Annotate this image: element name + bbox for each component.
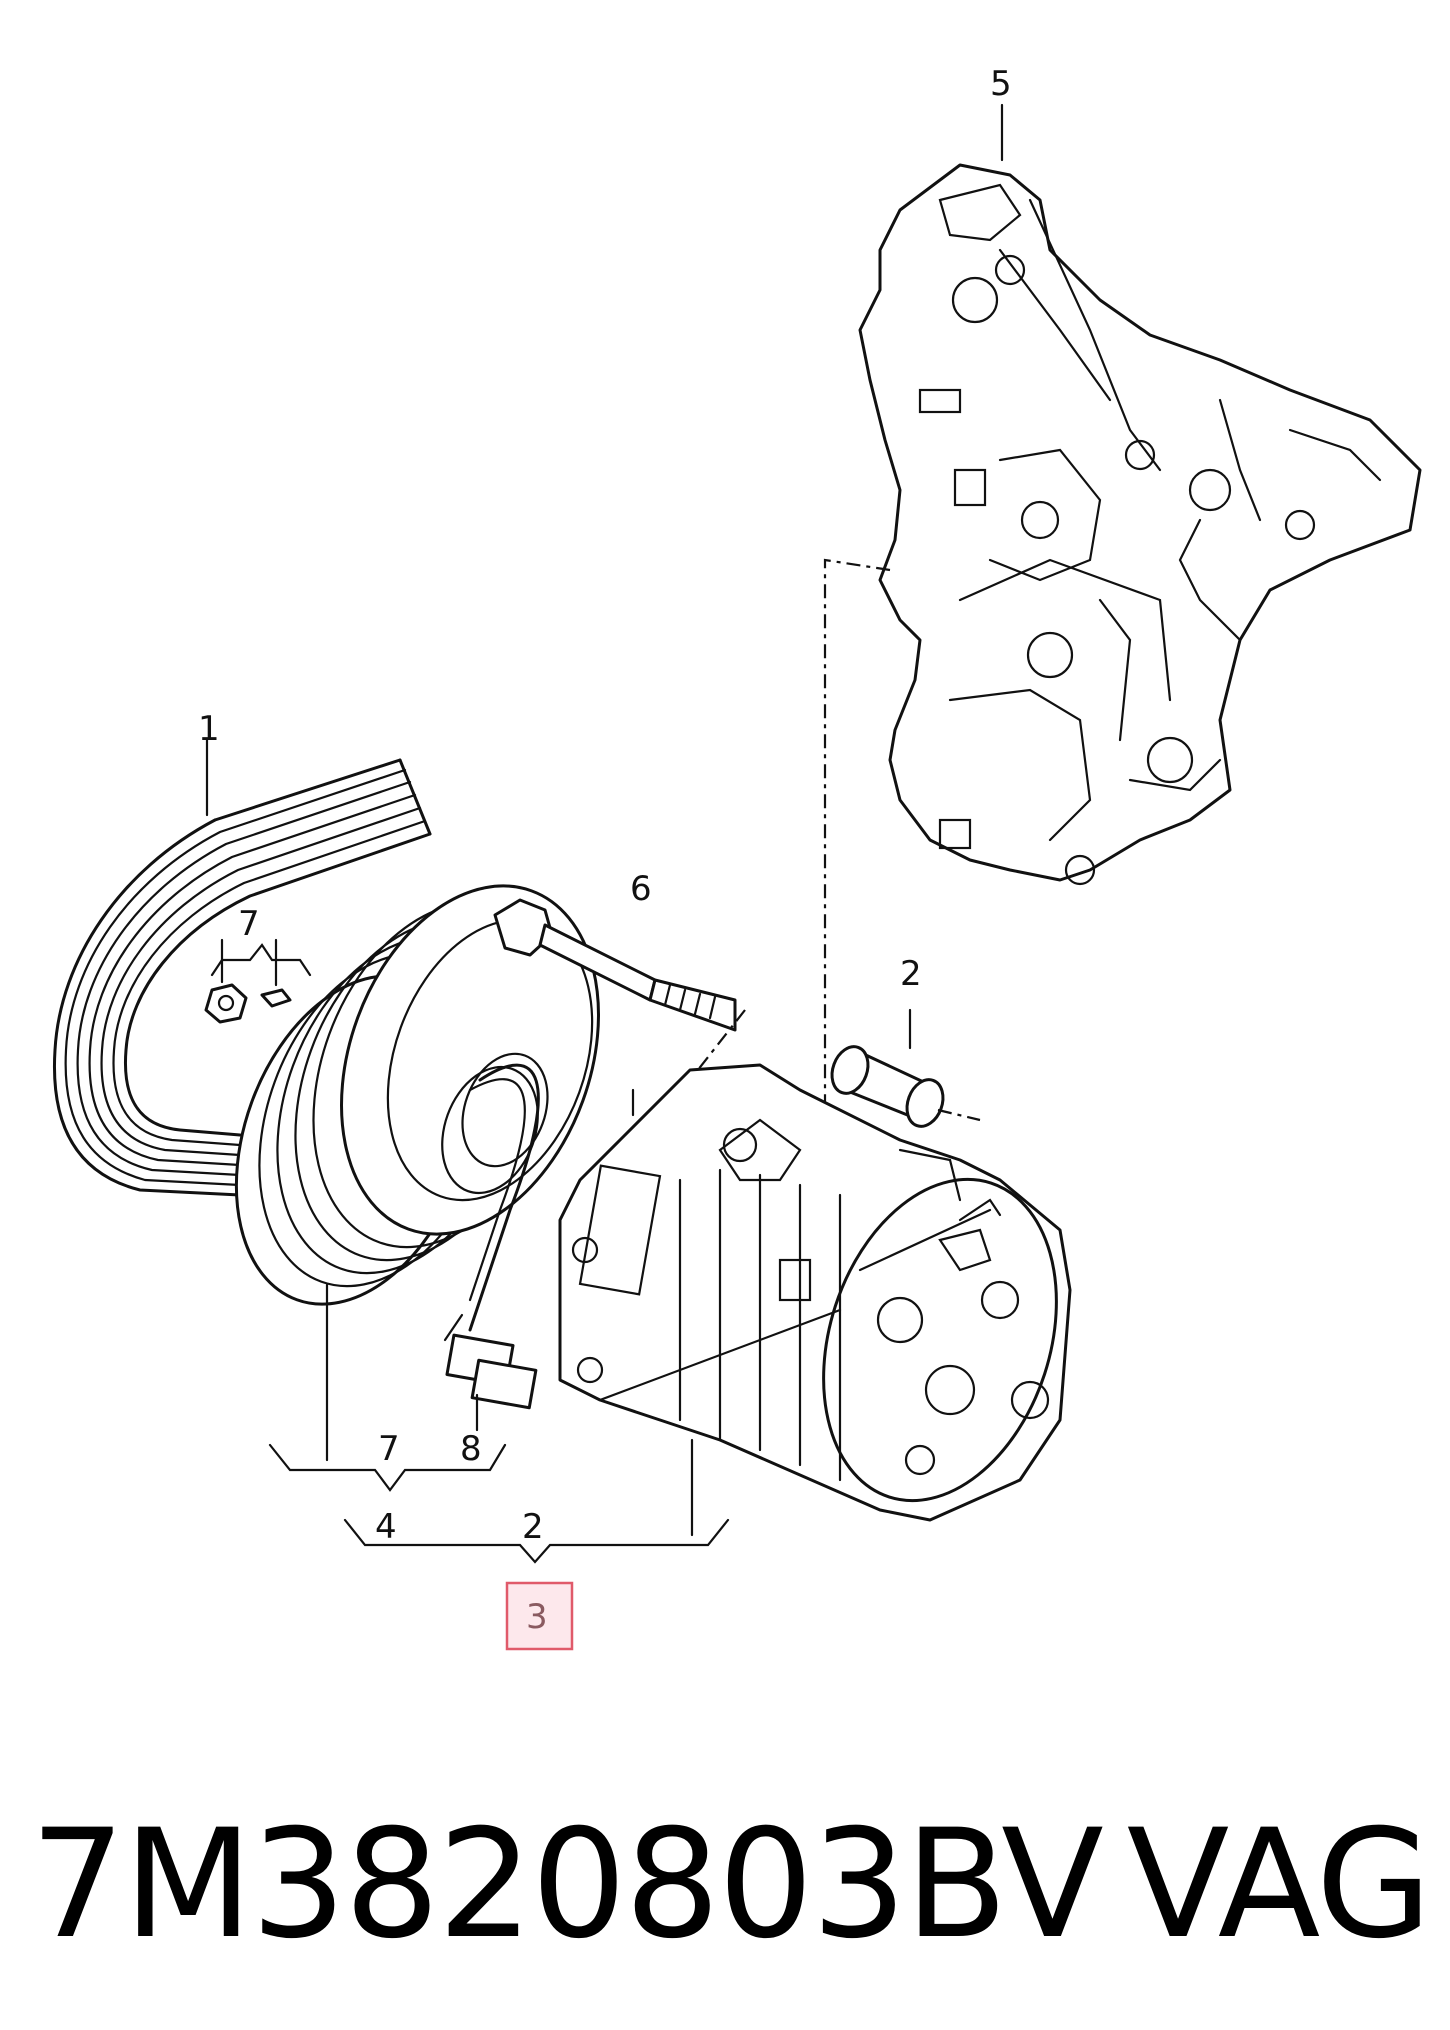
callout-3-highlight[interactable]: 3 xyxy=(505,1581,574,1651)
callout-7-bottom[interactable]: 7 xyxy=(378,1429,400,1469)
bolt xyxy=(493,898,737,1032)
assembly-line xyxy=(745,558,891,1132)
nut-and-key xyxy=(204,938,292,1024)
connector xyxy=(443,1313,538,1410)
callout-2-bottom[interactable]: 2 xyxy=(522,1507,544,1547)
part-number: 7M3820803BV xyxy=(30,1798,1104,1972)
callout-2-top[interactable]: 2 xyxy=(900,954,922,994)
mounting-bracket xyxy=(858,163,1422,886)
callout-3[interactable]: 3 xyxy=(526,1597,548,1637)
brand-label: VAG xyxy=(1126,1798,1432,1972)
parts-diagram: 1 5 6 2 7 7 8 4 2 3 xyxy=(52,64,1422,1651)
footer: 7M3820803BV VAG xyxy=(30,1790,1432,1980)
callout-4[interactable]: 4 xyxy=(375,1507,397,1547)
callout-6[interactable]: 6 xyxy=(630,869,652,909)
v-belt xyxy=(52,758,432,1197)
bushing xyxy=(830,1045,945,1128)
pulley xyxy=(234,884,600,1306)
callout-1[interactable]: 1 xyxy=(198,709,220,749)
callout-5[interactable]: 5 xyxy=(990,64,1012,104)
callout-7-top[interactable]: 7 xyxy=(238,904,260,944)
compressor xyxy=(558,1063,1072,1522)
callout-8[interactable]: 8 xyxy=(460,1429,482,1469)
